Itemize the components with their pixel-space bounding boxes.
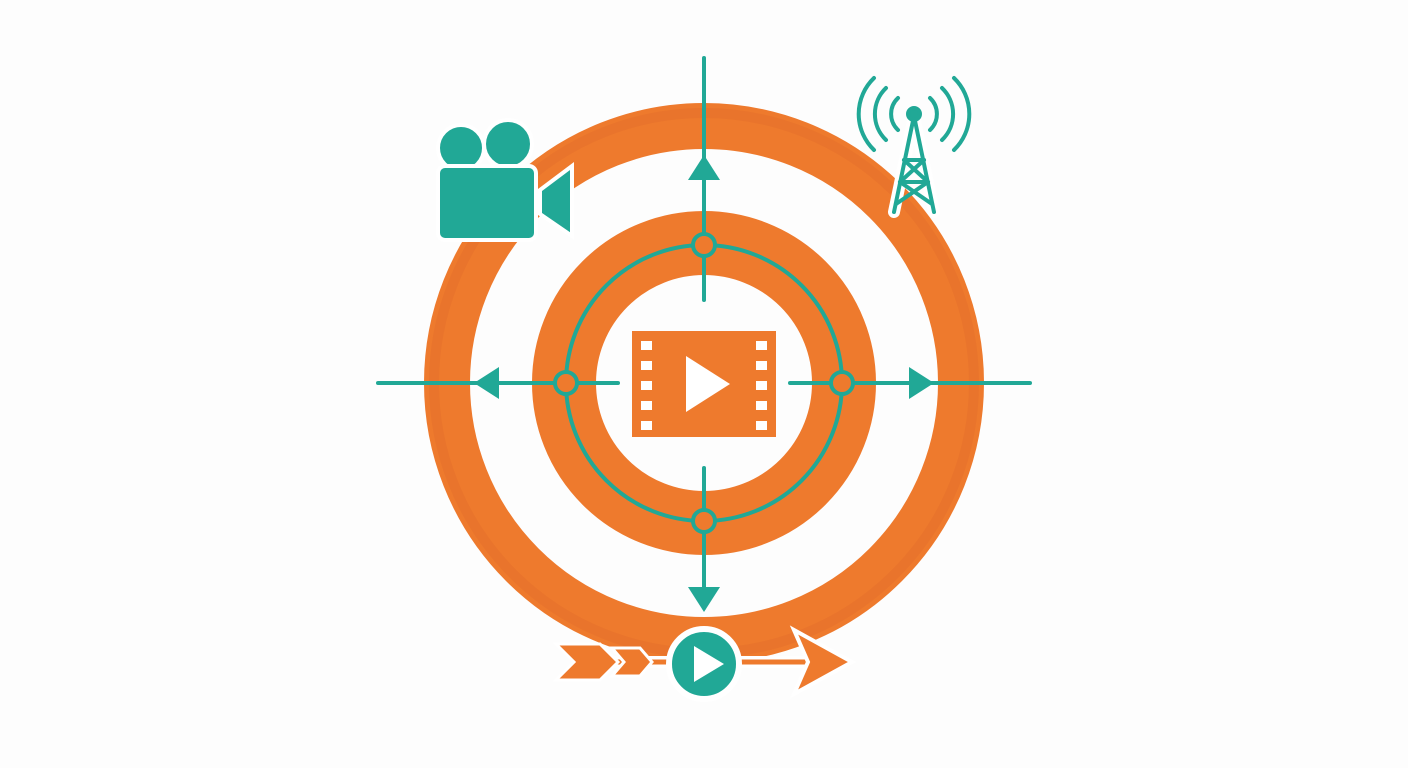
film-reel-play-icon xyxy=(632,331,776,437)
arrow-down-icon xyxy=(688,587,720,612)
movie-camera-icon xyxy=(436,118,574,242)
arrow-right-icon xyxy=(909,367,934,399)
junction-node-right xyxy=(829,370,855,396)
junction-node-bottom xyxy=(691,508,717,534)
arrow-up-icon xyxy=(688,155,720,180)
arrow-heads xyxy=(474,155,934,612)
junction-node-top xyxy=(691,232,717,258)
play-button-icon xyxy=(666,626,742,702)
broadcast-tower-icon xyxy=(856,76,972,218)
junction-nodes xyxy=(553,232,855,534)
junction-node-left xyxy=(553,370,579,396)
arrow-left-icon xyxy=(474,367,499,399)
